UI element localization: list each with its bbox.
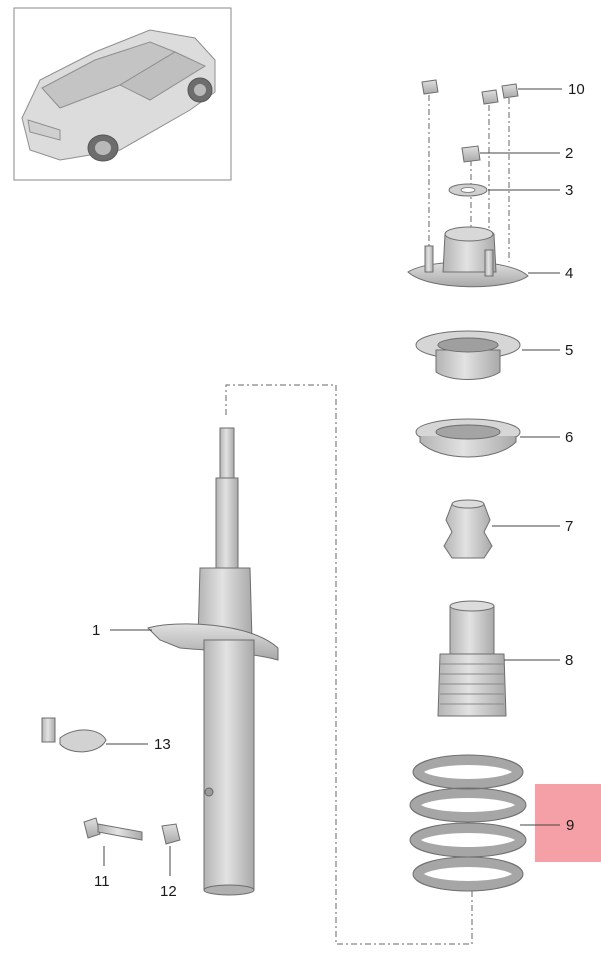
car-illustration-icon — [21, 29, 216, 162]
callout-7: 7 — [565, 518, 573, 535]
callout-10: 10 — [568, 81, 585, 98]
part-13-bracket — [41, 717, 107, 753]
callout-3: 3 — [565, 182, 573, 199]
part-9-coil-spring — [410, 755, 526, 891]
part-12-nut — [161, 823, 181, 845]
vehicle-thumbnail — [13, 7, 232, 181]
part-8-boot — [437, 600, 507, 717]
part-3-washer — [448, 183, 488, 197]
leader-lines — [103, 88, 562, 876]
callout-8: 8 — [565, 652, 573, 669]
callout-12: 12 — [160, 883, 177, 900]
part-11-bolt — [83, 817, 143, 841]
part-9-coil-spring-outline — [409, 754, 527, 892]
part-7-bump-stop — [443, 499, 493, 559]
callout-6: 6 — [565, 429, 573, 446]
callout-2: 2 — [565, 145, 573, 162]
part-4-top-mount — [407, 226, 529, 288]
callout-11: 11 — [94, 873, 110, 890]
callout-9[interactable]: 9 — [566, 817, 574, 834]
callout-labels: 10 2 3 4 5 6 7 8 9 1 13 11 12 — [92, 81, 585, 900]
callout-1: 1 — [92, 622, 100, 639]
callout-4: 4 — [565, 265, 573, 282]
part-6-seat-ring — [415, 418, 521, 458]
part-2-nut — [461, 145, 481, 163]
callout-9-highlight — [535, 784, 601, 862]
callout-5: 5 — [565, 342, 573, 359]
part-10-bolts — [421, 79, 519, 105]
part-1-strut — [147, 427, 279, 896]
part-5-spring-seat — [415, 330, 521, 380]
callout-13: 13 — [154, 736, 171, 753]
